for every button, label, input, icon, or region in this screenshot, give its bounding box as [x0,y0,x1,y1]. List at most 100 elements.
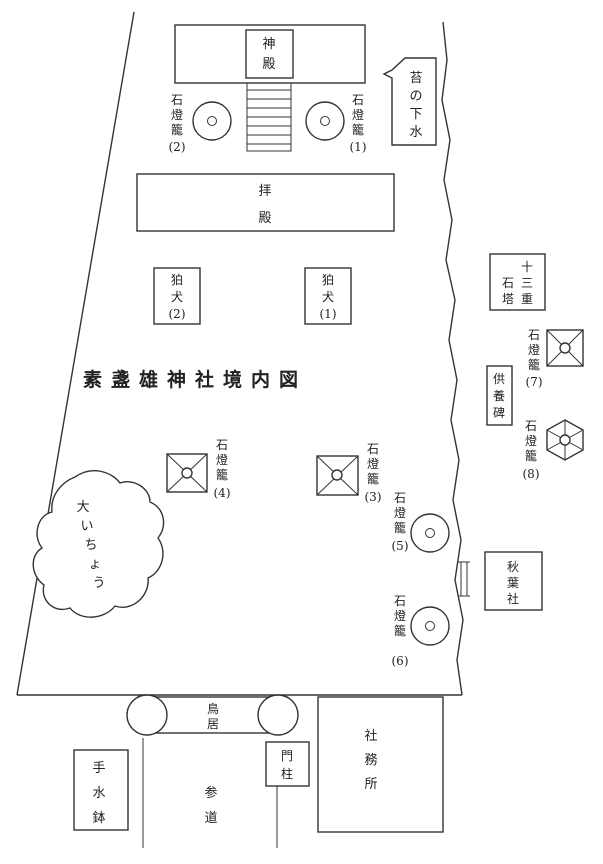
jusanju-char-2: 三 [521,276,533,290]
koke-char-1: 苔 [409,71,422,86]
lantern-4-char-1: 石 [216,438,228,452]
lantern-3-char-2: 燈 [367,456,379,471]
ginkgo-char-4: ょ [88,557,101,572]
lantern-2-char-3: 籠 [171,122,183,137]
lantern-8-center-circle [559,434,571,446]
shamusho-char-2: 務 [364,753,377,768]
stairs [246,82,292,152]
lantern-5-char-3: 籠 [394,520,406,535]
komainu-1-number: (1) [320,307,337,321]
komainu-2-rect [153,267,201,325]
lantern-3-char-1: 石 [367,442,379,456]
lantern-1-char-3: 籠 [352,122,364,137]
lantern-4-number: (4) [214,486,231,500]
stone-lantern-3: 石 燈 籠 (3) [316,442,382,504]
monchu-rect [265,741,310,787]
ginkgo-tree-outline [32,470,165,618]
kuyohi-char-3: 碑 [493,405,505,420]
ooicho-ginkgo-tree: 大 い ち ょ う [32,470,165,618]
torii-gate: 鳥 居 [126,694,299,736]
ginkgo-char-3: ち [84,538,97,553]
jusanju-sekito-rect [489,253,546,311]
shamusho-char-3: 所 [364,777,377,792]
koke-no-shimizu: 苔 の 下 水 [382,57,437,146]
monchu-char-1: 門 [281,749,293,763]
torii-pillar-left [126,694,168,736]
lantern-6-number: (6) [392,654,409,668]
komainu-2-char-1: 狛 [171,273,183,287]
lantern-8-char-2: 燈 [525,433,537,448]
ginkgo-char-1: 大 [76,500,89,515]
shinden: 神 殿 [174,24,366,84]
komainu-2-char-2: 犬 [171,290,183,304]
haiden: 拝 殿 [136,173,395,232]
lantern-4-char-2: 燈 [216,452,228,467]
lantern-6-char-3: 籠 [394,623,406,638]
jusanju-char-3: 重 [521,292,533,306]
lantern-1-char-1: 石 [352,93,364,107]
lantern-2-inner-circle [207,116,217,126]
haiden-rect [136,173,395,232]
torii-pillar-right [257,694,299,736]
shamusho-rect [317,696,444,833]
akiba-char-3: 社 [507,591,519,606]
stone-lantern-8: 石 燈 籠 (8) [523,419,584,481]
komainu-1-rect [304,267,352,325]
kuyohi-char-2: 養 [493,388,505,403]
torii-char-1: 鳥 [207,701,219,716]
chozubachi: 手 水 鉢 [73,749,129,831]
chozubachi-char-1: 手 [92,761,105,776]
lantern-7-char-2: 燈 [528,342,540,357]
jusanju-char-5: 塔 [502,292,514,306]
stone-lantern-7: 石 燈 籠 (7) [526,328,584,389]
ginkgo-char-5: う [92,576,105,591]
lantern-5-char-2: 燈 [394,505,406,520]
komainu-1: 狛 犬 (1) [304,267,352,325]
lantern-2-char-1: 石 [171,93,183,107]
shinden-label-1: 神 [262,37,275,52]
monchu-gate-post: 門 柱 [265,741,310,787]
kuyohi-rect [486,365,513,426]
komainu-2-number: (2) [169,307,186,321]
koke-no-shimizu-box [382,57,437,146]
ginkgo-char-2: い [80,519,93,534]
map-title: 素盞雄神社境内図 [83,368,307,391]
komainu-2: 狛 犬 (2) [153,267,201,325]
chozubachi-char-3: 鉢 [92,811,105,826]
lantern-2-char-2: 燈 [171,107,183,122]
haiden-label-1: 拝 [258,184,271,199]
lantern-6-char-1: 石 [394,594,406,608]
monchu-char-2: 柱 [281,766,293,781]
torii-char-2: 居 [207,717,219,731]
sando-char-2: 道 [204,811,217,826]
lantern-1-outer-circle [305,101,345,141]
stone-lantern-5: 石 燈 籠 (5) [392,491,450,553]
side-gate [458,561,470,597]
chozubachi-char-2: 水 [92,786,105,801]
lantern-6-outer-circle [410,606,450,646]
lantern-6-inner-circle [425,621,435,631]
haiden-label-2: 殿 [258,211,271,226]
lantern-4-center-circle [181,467,193,479]
sando-char-1: 参 [204,785,217,801]
komainu-1-char-1: 狛 [322,273,334,287]
akiba-char-2: 葉 [507,576,519,590]
kuyohi: 供 養 碑 [486,365,513,426]
lantern-8-char-3: 籠 [525,448,537,463]
kuyohi-char-1: 供 [493,372,505,386]
lantern-4-char-3: 籠 [216,467,228,482]
jusanju-char-4: 石 [502,276,514,290]
akiba-char-1: 秋 [507,560,519,574]
akiba-sha-rect [484,551,543,611]
lantern-7-center-circle [559,342,571,354]
lantern-1-number: (1) [350,140,367,154]
lantern-7-char-3: 籠 [528,357,540,372]
koke-char-2: の [409,89,422,104]
lantern-8-char-1: 石 [525,419,537,433]
shamusho-char-1: 社 [364,728,377,744]
stone-lantern-6: 石 燈 籠 (6) [392,594,450,668]
lantern-5-outer-circle [410,513,450,553]
koke-char-3: 下 [409,107,422,122]
stone-lantern-4: 石 燈 籠 (4) [166,438,231,500]
